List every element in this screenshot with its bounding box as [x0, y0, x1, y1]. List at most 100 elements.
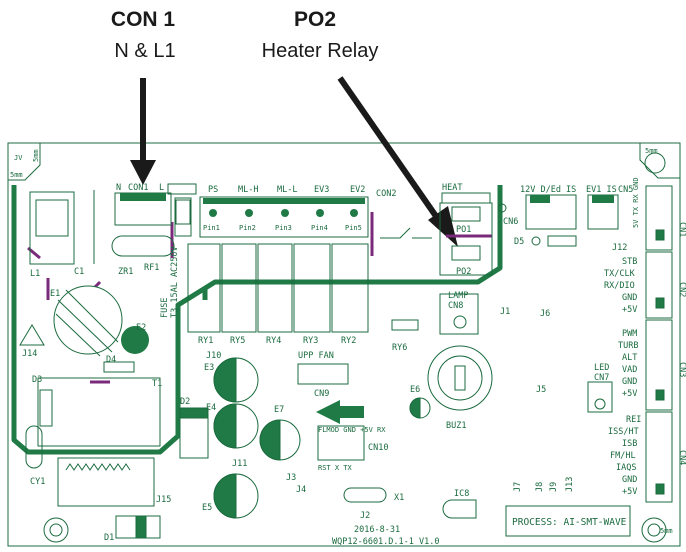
j6-label: J6	[540, 309, 550, 319]
cn3-label: CN3	[677, 362, 686, 377]
svg-text:TURB: TURB	[618, 341, 638, 351]
j3-label: J3	[286, 473, 296, 483]
t1-label: T1	[152, 379, 162, 389]
svg-text:PWM: PWM	[622, 329, 637, 339]
cn9-label: CN9	[314, 389, 329, 399]
e7-label: E7	[274, 405, 284, 415]
buz1-label: BUZ1	[446, 421, 466, 431]
e6-label: E6	[410, 385, 420, 395]
relay-header: PS ML-H ML-L EV3 EV2 Pin1 Pin2 Pin3 Pin4…	[199, 185, 369, 238]
cn7-label: CN7	[594, 373, 609, 383]
jv-label: JV	[14, 154, 23, 162]
upp-fan-label: UPP FAN	[298, 351, 334, 361]
j12-label: J12	[612, 243, 627, 253]
svg-text:GND: GND	[622, 293, 637, 303]
l1-label: L1	[30, 269, 40, 279]
j15-label: J15	[156, 495, 171, 505]
con1-l-label: L	[159, 183, 164, 193]
ry3-label: RY3	[303, 336, 318, 346]
ps-label: PS	[208, 185, 218, 195]
j5-label: J5	[536, 385, 546, 395]
svg-text:GND: GND	[622, 377, 637, 387]
con1-name-label: CON1	[128, 183, 148, 193]
ry4-label: RY4	[266, 336, 281, 346]
con2-switch-symbol	[380, 227, 432, 239]
e2-label: E2	[136, 323, 146, 333]
board-code: WQP12-6601.D.1-1 V1.0	[332, 537, 439, 547]
process-label: PROCESS: AI-SMT-WAVE	[512, 517, 627, 528]
middle-components	[179, 293, 631, 537]
cn2-pin-labels: STB TX/CLK RX/DIO GND +5V	[604, 257, 637, 315]
d3-label: D3	[32, 375, 42, 385]
con1-n-label: N	[116, 183, 121, 193]
ry2-label: RY2	[341, 336, 356, 346]
e3-label: E3	[204, 363, 214, 373]
con1-arrowhead	[130, 160, 156, 185]
svg-text:TX/CLK: TX/CLK	[604, 269, 636, 279]
con1-connector: N CON1 L	[114, 183, 197, 226]
svg-text:+5V: +5V	[622, 487, 637, 497]
ml-l-label: ML-L	[277, 185, 297, 195]
po1-label: PO1	[456, 225, 471, 235]
rf1-label: RF1	[144, 263, 159, 273]
cy1-label: CY1	[30, 477, 45, 487]
d5-diode	[547, 235, 577, 247]
con1-callout-subtitle: N & L1	[114, 40, 176, 62]
j9-label: J9	[549, 482, 559, 492]
j14-label: J14	[22, 349, 37, 359]
d5-label: D5	[514, 237, 524, 247]
svg-text:ISB: ISB	[622, 439, 637, 449]
j1-label: J1	[500, 307, 510, 317]
ic8-label: IC8	[454, 489, 469, 499]
svg-text:ISS/HT: ISS/HT	[608, 427, 639, 437]
ry1-label: RY1	[198, 336, 213, 346]
svg-text:STB: STB	[622, 257, 637, 267]
cn10-label: CN10	[368, 443, 388, 453]
svg-text:VAD: VAD	[622, 365, 637, 375]
heat-label: HEAT	[442, 183, 462, 193]
svg-text:RX/DIO: RX/DIO	[604, 281, 635, 291]
cn4-pin-labels: REI ISS/HT ISB FM/HL IAQS GND +5V	[608, 415, 641, 497]
con2-label: CON2	[376, 189, 396, 199]
j2-label: J2	[360, 511, 370, 521]
cn6-label: CN6	[503, 217, 518, 227]
con1-callout-title: CON 1	[110, 8, 176, 31]
j13-label: J13	[565, 477, 575, 492]
pin1-label: Pin1	[203, 224, 220, 232]
j7-label: J7	[513, 482, 523, 492]
svg-text:ALT: ALT	[622, 353, 637, 363]
e1-label: E1	[50, 289, 60, 299]
pin2-label: Pin2	[239, 224, 256, 232]
mounting-holes	[43, 152, 667, 543]
pin3-label: Pin3	[275, 224, 292, 232]
mm-left-label: 5mm	[10, 171, 23, 179]
j10-label: J10	[206, 351, 221, 361]
lamp-label: LAMP	[448, 291, 468, 301]
cn10-bottom-pins: RST X TX	[318, 464, 353, 472]
ev3-label: EV3	[314, 185, 329, 195]
e5-label: E5	[202, 503, 212, 513]
ry5-label: RY5	[230, 336, 245, 346]
fuse-holder	[174, 197, 192, 237]
cn5-pins-label: 5V TX RX GND	[632, 177, 640, 228]
left-components	[19, 190, 175, 539]
j8-label: J8	[535, 482, 545, 492]
svg-text:GND: GND	[622, 475, 637, 485]
po2-label: PO2	[456, 267, 471, 277]
cn8-label: CN8	[448, 301, 463, 311]
fuse-label: FUSE	[160, 298, 170, 318]
j4-label: J4	[296, 485, 306, 495]
x1-label: X1	[394, 493, 404, 503]
svg-text:IAQS: IAQS	[616, 463, 636, 473]
relay-bank	[187, 243, 369, 333]
heater-connector-outline	[439, 202, 493, 276]
svg-text:FM/HL: FM/HL	[610, 451, 636, 461]
board-date: 2016-8-31	[354, 525, 400, 535]
ry6-label: RY6	[392, 343, 407, 353]
mm-top-label: 5mm	[32, 149, 40, 162]
j11-label: J11	[232, 459, 247, 469]
po2-callout-subtitle: Heater Relay	[261, 40, 379, 62]
mm-top-right-label: 5mm	[645, 147, 658, 155]
cn10-top-pins: FLMOD GND +5V RX	[318, 426, 386, 434]
